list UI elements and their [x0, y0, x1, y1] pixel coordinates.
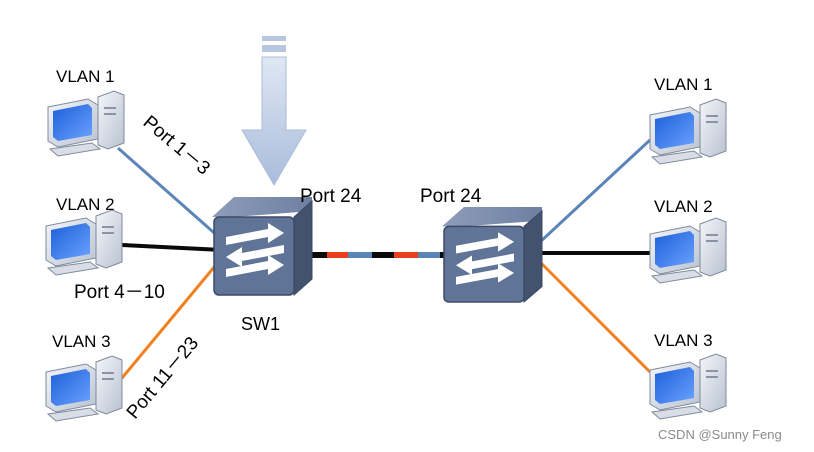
down-arrow-icon	[241, 36, 307, 186]
switch-sw1-icon	[211, 196, 313, 296]
watermark: CSDN @Sunny Feng	[658, 427, 782, 442]
link-vlan1-right	[538, 138, 652, 244]
link-vlan3-right	[538, 260, 652, 374]
port-label-vlan2: Port 4－10	[74, 282, 165, 303]
host-label-right-vlan2: VLAN 2	[654, 197, 713, 216]
port-label-trunk-left: Port 24	[300, 186, 362, 207]
link-vlan2-left	[121, 243, 223, 252]
pc-left-vlan1-icon	[47, 90, 125, 157]
port-label-vlan3: Port 11－23	[123, 333, 203, 423]
switch-right-icon	[441, 206, 543, 303]
pc-left-vlan3-icon	[45, 355, 123, 422]
pc-right-vlan2-icon	[649, 217, 727, 284]
link-vlan3-left	[120, 259, 222, 379]
host-label-left-vlan3: VLAN 3	[52, 332, 111, 351]
pc-left-vlan2-icon	[45, 209, 123, 276]
switch-label: SW1	[241, 314, 280, 334]
host-label-left-vlan2: VLAN 2	[56, 195, 115, 214]
link-vlan1-left	[117, 146, 221, 240]
pc-right-vlan3-icon	[649, 353, 727, 420]
host-label-right-vlan3: VLAN 3	[654, 331, 713, 350]
pc-right-vlan1-icon	[649, 98, 727, 165]
host-label-right-vlan1: VLAN 1	[654, 75, 713, 94]
port-label-vlan1: Port 1－3	[139, 112, 214, 180]
host-label-left-vlan1: VLAN 1	[56, 67, 115, 86]
port-label-trunk-right: Port 24	[420, 186, 482, 207]
